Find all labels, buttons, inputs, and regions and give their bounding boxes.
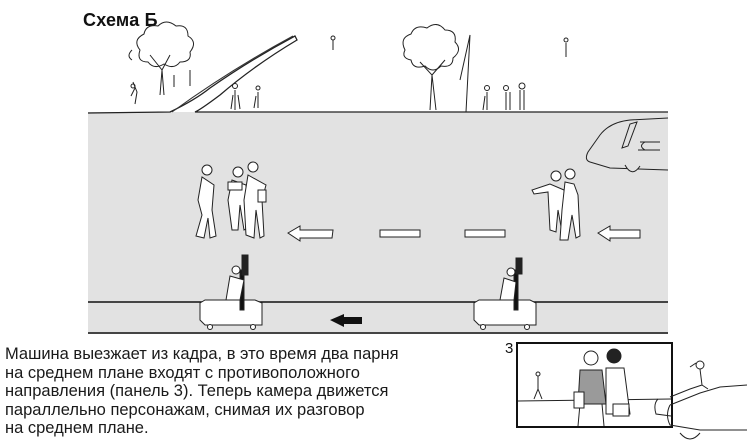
caption-line: на среднем плане входят с противоположно… [5,363,360,382]
exiting-car-with-woman [667,360,747,440]
caption-line: Машина выезжает из кадра, в это время дв… [5,345,399,363]
camera-dolly-left [199,254,263,330]
arrow-left-icon [287,225,334,242]
scene-caption: Машина выезжает из кадра, в это время дв… [5,345,505,438]
caption-line: параллельно персонажам, снимая их разгов… [5,400,365,419]
dolly-direction-arrow-icon [330,314,362,327]
overhead-scene-diagram [87,21,669,334]
panel-character-left [573,350,607,426]
panel-number: 3 [505,340,514,357]
caption-line: на среднем плане. [5,419,149,437]
diagram-title: Схема Б [83,10,158,30]
road-surface [88,112,668,334]
panel-character-right [605,348,631,417]
pair-of-two-people [531,168,581,241]
caption-line: направления (панель 3). Теперь камера дв… [5,382,389,400]
lane-markings [287,225,641,242]
panel-illustration [518,348,671,426]
parked-car-icon [585,117,669,173]
arrow-left-icon [597,225,641,242]
tree-icon [402,24,471,113]
group-of-three-people [195,161,267,239]
camera-dolly-right [473,257,537,330]
pedestrian-icons [130,35,569,111]
storyboard-panel-3 [516,342,673,428]
tree-icon [128,21,194,96]
curb-line [87,35,668,114]
